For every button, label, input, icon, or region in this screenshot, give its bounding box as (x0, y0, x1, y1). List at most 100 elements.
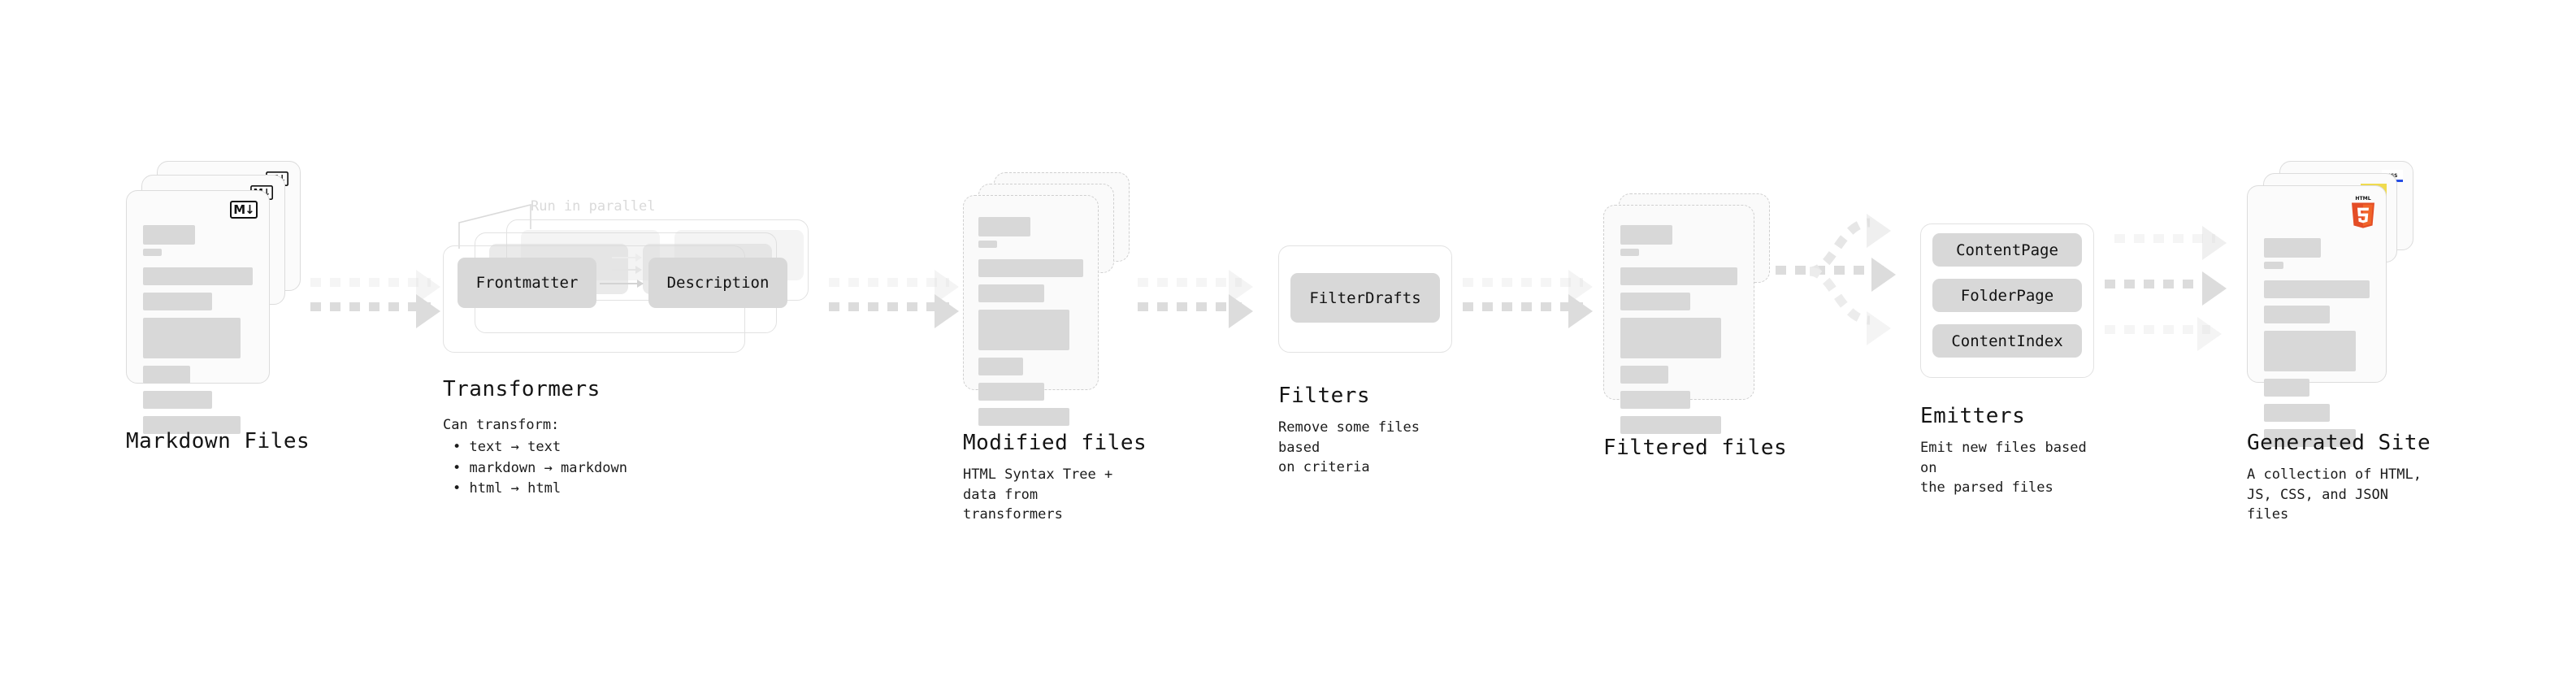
content-bar (143, 293, 213, 310)
transformers-stack: Frontmatter Description (443, 192, 817, 353)
emitter-chip-label: FolderPage (1960, 286, 2054, 305)
list-lead: Can transform: (443, 417, 560, 433)
parallel-bracket (458, 200, 555, 249)
emitter-chip-label: ContentPage (1956, 241, 2058, 259)
emitter-chip-label: ContentIndex (1951, 332, 2063, 350)
arrow-head (935, 294, 959, 328)
emitter-chip-contentindex[interactable]: ContentIndex (1932, 324, 2082, 358)
stage-title-markdown-files: Markdown Files (126, 429, 310, 453)
content-bar (1620, 225, 1672, 245)
stage-title-modified-files: Modified files (963, 431, 1147, 455)
dashed-line (2105, 280, 2215, 288)
emitter-chip-folderpage[interactable]: FolderPage (1932, 279, 2082, 312)
stage-desc-modified-files: HTML Syntax Tree + data from transformer… (963, 466, 1113, 523)
dashed-line (1776, 266, 1884, 275)
filter-chip-label: FilterDrafts (1309, 288, 1421, 307)
content-bar (2264, 280, 2370, 298)
stage-title-generated-site: Generated Site (2247, 431, 2431, 455)
inner-arrow (612, 266, 642, 274)
filters-stack: FilterDrafts (1278, 245, 1453, 359)
content-bar (2264, 262, 2283, 269)
site-card-stack: CSS HTML (2247, 161, 2422, 447)
content-bar (2264, 331, 2357, 371)
content-bar (143, 267, 253, 285)
arrow-head (416, 294, 440, 328)
arrow-head (1867, 311, 1891, 345)
stage-markdown-files: M↓ M↓ M↓ (126, 161, 310, 453)
content-bar (1620, 318, 1721, 358)
stage-desc-filters: Remove some files based on criteria (1278, 419, 1420, 476)
content-bar (2264, 238, 2321, 258)
transformer-chip-label: Frontmatter (475, 274, 579, 292)
stage-title-emitters: Emitters (1920, 404, 2026, 428)
arrow-head (2202, 271, 2227, 306)
transformers-capability-list: Can transform: • text → text • markdown … (443, 415, 627, 500)
emitters-stack: ContentPage FolderPage ContentIndex (1920, 223, 2103, 386)
content-bar (1620, 366, 1669, 384)
content-bar (978, 217, 1030, 236)
content-bar (978, 284, 1045, 302)
list-item: • text → text (453, 438, 562, 455)
arrow-head (1871, 258, 1896, 292)
arrow-head (2202, 226, 2227, 260)
modified-card-content (978, 217, 1083, 433)
emitters-shell[interactable] (1920, 223, 2094, 378)
arrow-head (1568, 294, 1593, 328)
stage-filters: FilterDrafts Filters Remove some files b… (1278, 245, 1453, 475)
site-card-content (2264, 238, 2370, 454)
content-bar (2264, 429, 2357, 447)
arrow-head (1867, 214, 1891, 248)
bracket-icon (458, 203, 531, 249)
modified-card-stack (963, 172, 1138, 426)
dashed-line (1463, 302, 1583, 311)
list-item: • html → html (453, 480, 562, 497)
filters-shell[interactable] (1278, 245, 1452, 353)
stage-modified-files: Modified files HTML Syntax Tree + data f… (963, 172, 1147, 523)
content-bar (2264, 404, 2330, 422)
inner-arrow (600, 280, 644, 288)
content-bar (978, 383, 1045, 401)
html5-icon: HTML (2352, 196, 2374, 228)
stage-desc-emitters: Emit new files based on the parsed files (1920, 440, 2087, 497)
fanout-curves (1809, 218, 1871, 325)
content-bar (1620, 391, 1691, 409)
content-bar (978, 358, 1024, 375)
stage-generated-site: CSS HTML (2247, 161, 2431, 523)
dashed-line (829, 302, 949, 311)
transformer-chip-frontmatter[interactable]: Frontmatter (458, 258, 596, 308)
dashed-line (1138, 278, 1242, 287)
list-item: • markdown → markdown (453, 459, 627, 476)
markdown-card-stack: M↓ M↓ M↓ (126, 161, 301, 434)
markdown-badge-front: M↓ (230, 201, 258, 219)
markdown-card-front[interactable]: M↓ (126, 190, 270, 434)
content-bar (2264, 379, 2309, 397)
html5-badge-wrapper: HTML (2348, 194, 2378, 232)
content-bar (143, 318, 241, 358)
svg-text:HTML: HTML (2355, 196, 2370, 202)
stage-transformers: Run in parallel Frontmatter Description (443, 192, 817, 497)
content-bar (978, 241, 997, 248)
filtered-card-front[interactable] (1603, 205, 1754, 434)
content-bar (143, 249, 162, 256)
stage-title-transformers: Transformers (443, 377, 601, 401)
filter-chip-filterdrafts[interactable]: FilterDrafts (1290, 273, 1440, 323)
markdown-card-content (143, 225, 253, 441)
content-bar (2264, 306, 2330, 323)
dashed-line (310, 302, 431, 311)
content-bar (978, 259, 1083, 277)
stage-title-filters: Filters (1278, 384, 1371, 408)
modified-card-front[interactable] (963, 195, 1099, 426)
dashed-line (1138, 302, 1242, 311)
transformer-chip-label: Description (666, 274, 770, 292)
emitter-chip-contentpage[interactable]: ContentPage (1932, 233, 2082, 267)
content-bar (143, 391, 213, 409)
dashed-line (1463, 278, 1583, 287)
dashed-line (310, 278, 431, 287)
stage-title-filtered-files: Filtered files (1603, 436, 1788, 460)
filtered-card-content (1620, 225, 1737, 441)
content-bar (978, 310, 1070, 350)
transformer-chip-description[interactable]: Description (648, 258, 787, 308)
dashed-line (2114, 234, 2215, 243)
site-card-front-html[interactable]: HTML (2247, 185, 2387, 447)
